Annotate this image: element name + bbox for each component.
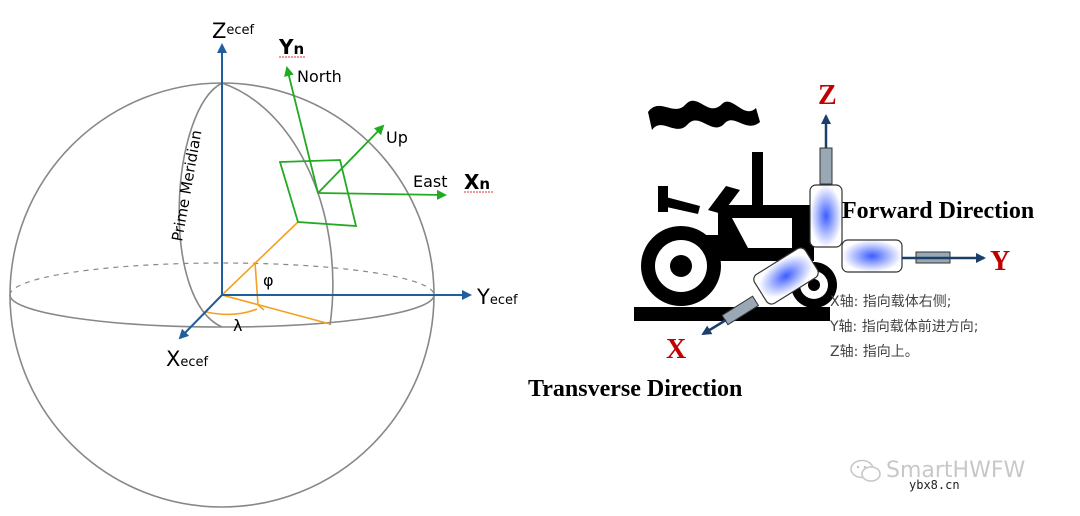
exhaust-smoke (648, 100, 760, 130)
up-axis (317, 124, 385, 194)
y-ecef-label: Yecef (476, 285, 518, 309)
ecef-diagram: Zecef Yecef Xecef Yn North Up East Xn Pr… (9, 19, 518, 508)
axis-note: X轴: 指向载体右侧; (830, 294, 952, 310)
yn-label: Yn (278, 35, 304, 59)
z-axis-label: Z (818, 80, 837, 111)
axis-note: Y轴: 指向载体前进方向; (830, 319, 979, 335)
phi-label: φ (263, 271, 274, 290)
tangent-plane (278, 159, 358, 227)
local-meridian-line (221, 82, 334, 326)
tractor-window (732, 218, 792, 248)
rear-wheel-hub (670, 255, 692, 277)
equator-front (9, 294, 435, 328)
z-sensor-rod (819, 147, 833, 185)
exhaust-pipe (752, 152, 763, 208)
wechat-icon (850, 459, 882, 483)
prime-meridian-line (178, 82, 223, 328)
x-ecef-axis (178, 294, 223, 340)
north-label: North (297, 67, 342, 86)
tractor-diagram: Z Y X Forward Direction Transverse Direc… (528, 80, 1034, 402)
equator-back (9, 262, 435, 296)
y-axis-label: Y (990, 246, 1010, 277)
axis-notes: X轴: 指向载体右侧; Y轴: 指向载体前进方向; Z轴: 指向上。 (830, 290, 978, 365)
forward-direction-label: Forward Direction (842, 198, 1034, 224)
prime-meridian-label: Prime Meridian (168, 129, 205, 243)
x-ecef-label: Xecef (166, 347, 209, 371)
transverse-direction-label: Transverse Direction (528, 376, 742, 402)
axis-note: Z轴: 指向上。 (830, 344, 919, 360)
xn-label: Xn (464, 170, 490, 194)
z-sensor (809, 184, 843, 248)
z-ecef-label: Zecef (212, 19, 255, 43)
angle-lines (205, 221, 331, 325)
east-axis (317, 189, 447, 200)
front-wheel-hub (808, 279, 820, 291)
up-label: Up (386, 128, 408, 147)
x-sensor (753, 247, 819, 305)
north-axis (284, 66, 319, 194)
site-label: ybx8.cn (905, 478, 964, 492)
lambda-label: λ (233, 316, 242, 335)
x-axis-label: X (666, 334, 686, 365)
x-sensor-arrow (701, 318, 727, 336)
y-sensor (841, 239, 903, 273)
east-label: East (413, 172, 448, 191)
